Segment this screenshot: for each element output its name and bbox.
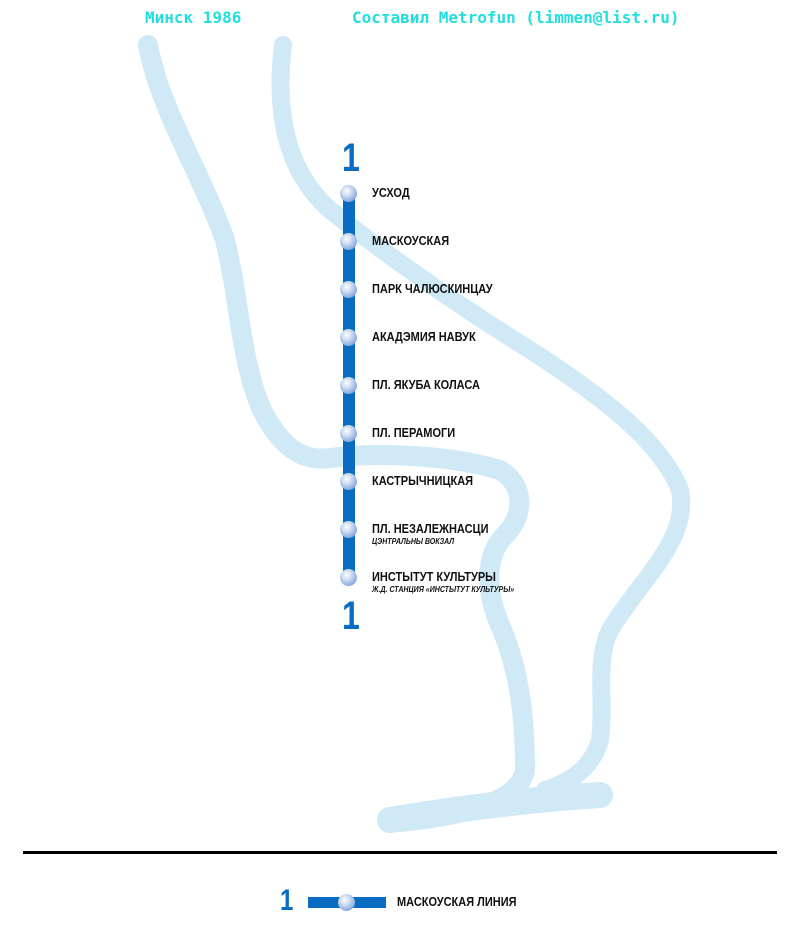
station-label[interactable]: ПЛ. ПЕРАМОГИ: [372, 426, 455, 440]
station-name: ПЛ. ПЕРАМОГИ: [372, 426, 456, 440]
station-marker[interactable]: [340, 329, 357, 346]
station-name: УСХОД: [372, 186, 410, 200]
station-label[interactable]: ПАРК ЧАЛЮСКИНЦАУ: [372, 282, 493, 296]
station-marker[interactable]: [340, 569, 357, 586]
river-left-branch: [138, 35, 535, 832]
station-label[interactable]: УСХОД: [372, 186, 410, 200]
station-name: КАСТРЫЧНИЦКАЯ: [372, 474, 474, 488]
station-label[interactable]: КАСТРЫЧНИЦКАЯ: [372, 474, 473, 488]
legend-divider: [23, 851, 777, 854]
station-label[interactable]: МАСКОУСКАЯ: [372, 234, 449, 248]
legend-station-icon: [338, 894, 355, 911]
station-marker[interactable]: [340, 185, 357, 202]
station-name: ПАРК ЧАЛЮСКИНЦАУ: [372, 282, 493, 296]
station-label[interactable]: ПЛ. ЯКУБА КОЛАСА: [372, 378, 480, 392]
station-marker[interactable]: [340, 281, 357, 298]
station-name: ПЛ. НЕЗАЛЕЖНАСЦИ: [372, 522, 489, 536]
map-title: Минск 1986: [145, 8, 242, 27]
river-right-branch: [271, 36, 691, 799]
station-marker[interactable]: [340, 233, 357, 250]
station-name: ПЛ. ЯКУБА КОЛАСА: [372, 378, 480, 392]
station-label[interactable]: АКАДЭМИЯ НАВУК: [372, 330, 476, 344]
legend-line-label: МАСКОУСКАЯ ЛИНИЯ: [397, 895, 517, 909]
station-name: АКАДЭМИЯ НАВУК: [372, 330, 476, 344]
station-name: ИНСТЫТУТ КУЛЬТУРЫ: [372, 570, 496, 584]
line-number-bottom: 1: [342, 594, 360, 638]
station-subtitle: ЦЭНТРАЛЬНЫ ВОКЗАЛ: [372, 537, 455, 546]
legend-line-number: 1: [280, 884, 294, 917]
map-credit: Составил Metrofun (limmen@list.ru): [352, 8, 680, 27]
station-name: МАСКОУСКАЯ: [372, 234, 450, 248]
river-bottom: [377, 782, 613, 833]
station-subtitle: Ж.Д. СТАНЦИЯ «ИНСТЫТУТ КУЛЬТУРЫ»: [372, 585, 515, 594]
station-marker[interactable]: [340, 425, 357, 442]
station-marker[interactable]: [340, 473, 357, 490]
station-marker[interactable]: [340, 377, 357, 394]
station-marker[interactable]: [340, 521, 357, 538]
line-number-top: 1: [342, 136, 360, 180]
